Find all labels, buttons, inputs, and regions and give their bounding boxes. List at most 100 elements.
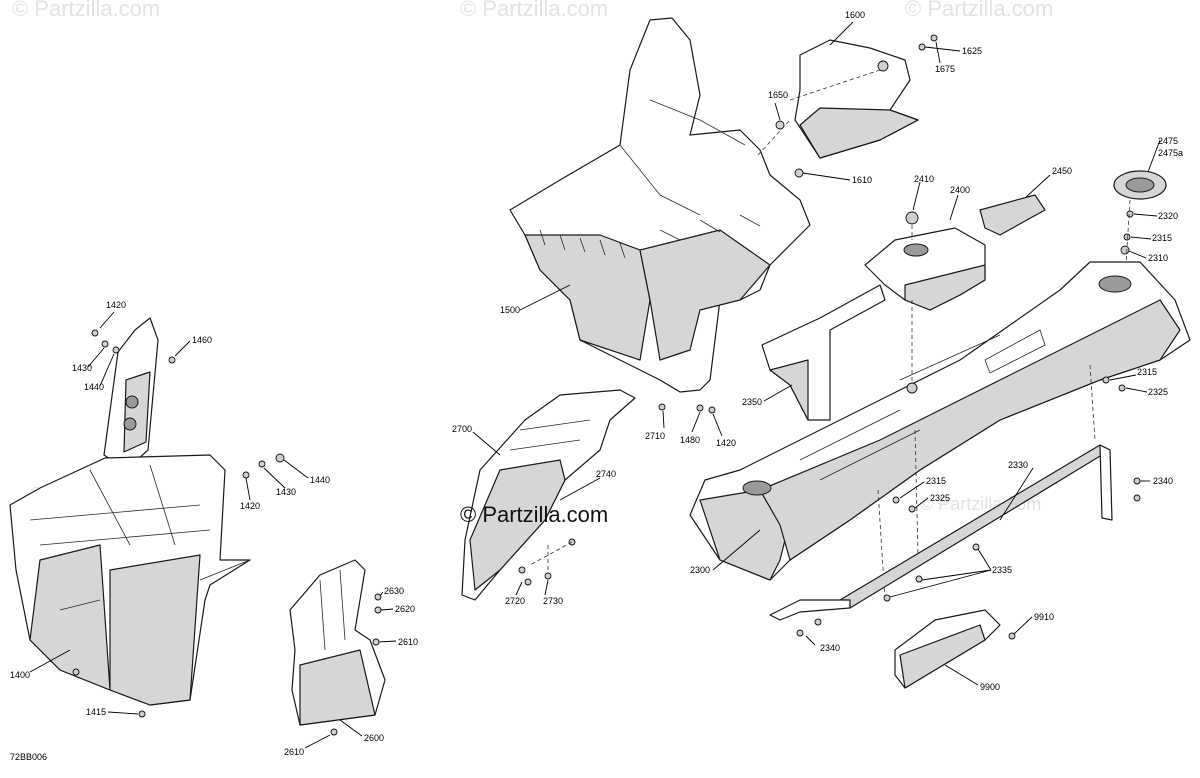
screw-2630 bbox=[374, 593, 382, 601]
callout-2610-a: 2610 bbox=[398, 637, 418, 647]
bracket-hole-lower bbox=[123, 417, 137, 431]
side-panel-ribs bbox=[319, 569, 346, 651]
fastener-1460 bbox=[168, 356, 176, 364]
deflector-1600 bbox=[775, 34, 938, 178]
washer-2620 bbox=[374, 606, 382, 614]
trim-2350 bbox=[761, 284, 886, 421]
screw-2340-a bbox=[1133, 477, 1141, 485]
callout-1415: 1415 bbox=[86, 707, 106, 717]
callout-2340-b: 2340 bbox=[820, 643, 840, 653]
main-frame-ribs bbox=[799, 334, 1001, 481]
callout-9900: 9900 bbox=[980, 682, 1000, 692]
callout-2740: 2740 bbox=[596, 469, 616, 479]
panel-2400-opening bbox=[903, 243, 929, 257]
screw-9910 bbox=[1008, 632, 1016, 640]
clip-1675 bbox=[930, 34, 938, 42]
console-front-face bbox=[524, 234, 651, 361]
rail-2330-foot bbox=[769, 599, 851, 621]
pad-2450 bbox=[979, 194, 1046, 236]
washer-2720-b bbox=[524, 578, 532, 586]
callout-2340-a: 2340 bbox=[1153, 476, 1173, 486]
callout-1440-b: 1440 bbox=[310, 475, 330, 485]
leader-lines bbox=[29, 21, 1161, 749]
nut-2730 bbox=[544, 572, 552, 580]
callout-2310: 2310 bbox=[1148, 253, 1168, 263]
nut-2335-c bbox=[915, 575, 923, 583]
console-1500 bbox=[509, 17, 811, 414]
callout-2475a: 2475a bbox=[1158, 148, 1183, 158]
trim-2350-body bbox=[761, 284, 886, 421]
panel-2400-face bbox=[904, 264, 986, 311]
skid-plate-face bbox=[899, 624, 986, 689]
callout-2450: 2450 bbox=[1052, 166, 1072, 176]
main-frame-2300 bbox=[689, 261, 1191, 581]
nut-2335-a bbox=[883, 594, 891, 602]
diagram-code: 72BB006 bbox=[10, 752, 47, 762]
callout-2315-b: 2315 bbox=[1137, 367, 1157, 377]
callout-1460: 1460 bbox=[192, 335, 212, 345]
screw-1420-a bbox=[91, 329, 99, 337]
clip-2710 bbox=[658, 403, 666, 411]
callout-9910: 9910 bbox=[1034, 612, 1054, 622]
panel-2400 bbox=[864, 194, 1046, 311]
nut-2325-a bbox=[1118, 384, 1126, 392]
callout-1440-a: 1440 bbox=[84, 382, 104, 392]
watermark-top-left: © Partzilla.com bbox=[12, 0, 160, 21]
callout-2315-c: 2315 bbox=[926, 476, 946, 486]
deflector-lower-face bbox=[799, 107, 919, 159]
callout-2410: 2410 bbox=[914, 174, 934, 184]
cap-2410 bbox=[905, 211, 919, 225]
callout-2720: 2720 bbox=[505, 596, 525, 606]
clip-2610-b bbox=[330, 728, 338, 736]
callout-2730: 2730 bbox=[543, 596, 563, 606]
callout-2325-b: 2325 bbox=[930, 493, 950, 503]
washer-2315-b bbox=[1102, 376, 1110, 384]
callout-2475: 2475 bbox=[1158, 136, 1178, 146]
upright-bracket-face bbox=[123, 371, 151, 453]
front-fascia-right-face bbox=[109, 554, 201, 706]
nut-2335-b bbox=[972, 543, 980, 551]
callout-2600: 2600 bbox=[364, 733, 384, 743]
rail-2330 bbox=[769, 444, 1141, 637]
deflector-grommet bbox=[877, 60, 889, 72]
washer-2315-a bbox=[1123, 233, 1131, 241]
console-vents bbox=[539, 214, 761, 259]
skid-plate-9900 bbox=[894, 609, 1016, 689]
callout-2630: 2630 bbox=[384, 586, 404, 596]
main-frame-side-face bbox=[759, 299, 1181, 561]
console-contours bbox=[619, 99, 746, 216]
guard-ribs bbox=[509, 419, 591, 451]
callout-1500: 1500 bbox=[500, 305, 520, 315]
callout-1400: 1400 bbox=[10, 670, 30, 680]
callout-1610: 1610 bbox=[852, 175, 872, 185]
callout-2400: 2400 bbox=[950, 185, 970, 195]
main-frame-front-port bbox=[742, 480, 772, 496]
callout-1430-a: 1430 bbox=[72, 363, 92, 373]
nut-2310 bbox=[1120, 245, 1130, 255]
callout-2710: 2710 bbox=[645, 431, 665, 441]
deflector-dashes bbox=[757, 69, 881, 156]
side-panel-2600 bbox=[289, 559, 386, 736]
bracket-hole-upper bbox=[125, 395, 139, 409]
washer-1430-a bbox=[101, 340, 109, 348]
main-frame-rear-port bbox=[1098, 275, 1132, 293]
callout-2330: 2330 bbox=[1008, 460, 1028, 470]
watermark-top-center: © Partzilla.com bbox=[460, 0, 608, 21]
nut-1440-b bbox=[275, 453, 285, 463]
cap-2475-inner bbox=[1125, 177, 1155, 193]
callout-2300: 2300 bbox=[690, 565, 710, 575]
callout-2315-a: 2315 bbox=[1152, 233, 1172, 243]
callout-2320: 2320 bbox=[1158, 211, 1178, 221]
washer-1480 bbox=[696, 404, 704, 412]
screw-1420-c bbox=[708, 406, 716, 414]
callout-2350: 2350 bbox=[742, 397, 762, 407]
screw-1415 bbox=[72, 668, 80, 676]
screw-1415-b bbox=[138, 710, 146, 718]
main-frame-slot bbox=[984, 329, 1046, 374]
screw-2340-b2 bbox=[814, 618, 822, 626]
nut-2325-b bbox=[908, 505, 916, 513]
guard-face bbox=[469, 459, 566, 591]
screw-1420-b bbox=[242, 471, 250, 479]
callout-1480: 1480 bbox=[680, 435, 700, 445]
